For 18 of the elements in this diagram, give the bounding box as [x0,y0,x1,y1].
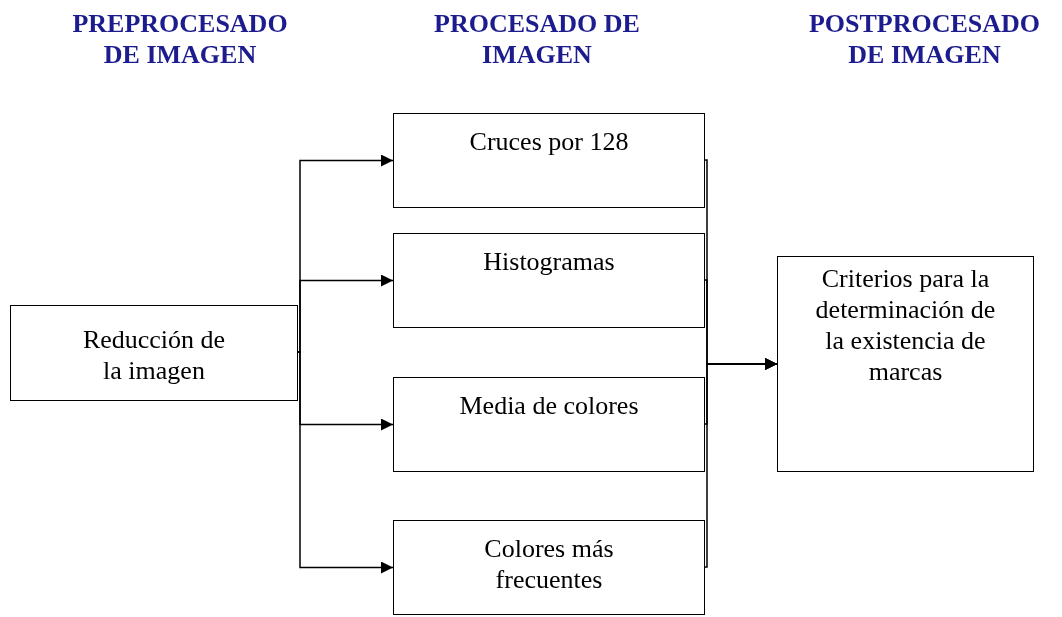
box-label: Colores más frecuentes [483,533,615,595]
box-label: Media de colores [458,390,640,421]
process-box [393,377,705,472]
box-label: Cruces por 128 [468,126,630,157]
process-box [393,233,705,328]
connector-arrow [297,274,394,353]
process-box [393,520,705,615]
process-box [777,256,1034,472]
connector-arrow [704,358,778,568]
box-label: Reducción de la imagen [81,324,227,386]
column-heading: POSTPROCESADO DE IMAGEN [807,8,1042,70]
column-heading: PREPROCESADO DE IMAGEN [71,8,289,70]
box-label: Histogramas [482,246,616,277]
connector-arrow [297,351,394,574]
process-box [10,305,298,401]
box-label: Criterios para la determinación de la existencia de marcas [814,263,997,387]
column-heading: PROCESADO DE IMAGEN [433,8,641,70]
process-box [393,113,705,208]
